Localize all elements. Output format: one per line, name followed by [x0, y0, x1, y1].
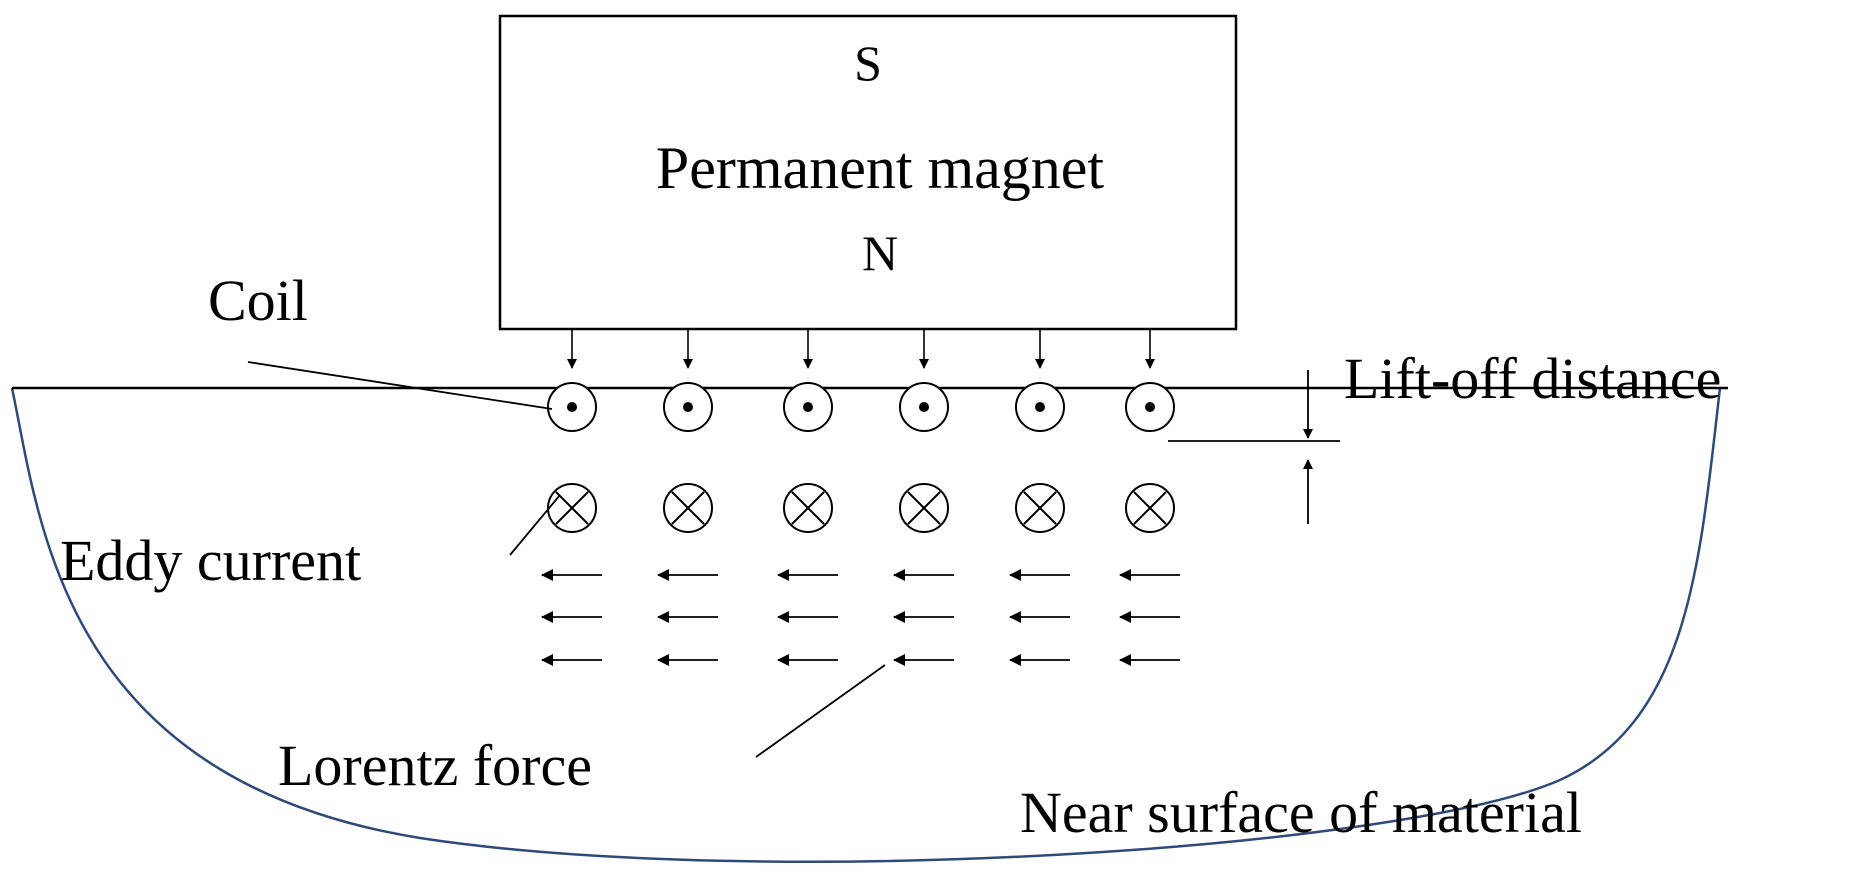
lift-off-label: Lift-off distance: [1344, 346, 1721, 411]
coil-leader-line: [247, 361, 553, 410]
coil-conductor: [1015, 382, 1065, 432]
eddy-current-marker: [1125, 483, 1175, 533]
eddy-current-markers: [547, 483, 1175, 533]
coil-conductor: [1125, 382, 1175, 432]
material-outline: [10, 387, 1722, 863]
eddy-current-marker: [899, 483, 949, 533]
eddy-current-marker: [547, 483, 597, 533]
coil-label: Coil: [208, 268, 308, 333]
coil-conductor: [663, 382, 713, 432]
eddy-current-leader-line: [509, 494, 561, 556]
eddy-current-label: Eddy current: [60, 528, 361, 593]
coil-conductors: [547, 382, 1175, 432]
lorentz-force-arrows: [541, 569, 1180, 666]
material-label: Near surface of material: [1020, 780, 1582, 845]
magnet-north-pole: N: [862, 225, 898, 281]
coil-conductor: [783, 382, 833, 432]
magnet-label: Permanent magnet: [656, 135, 1105, 201]
magnet-south-pole: S: [854, 35, 882, 91]
magnetic-field-arrows: [567, 329, 1155, 369]
coil-conductor: [547, 382, 597, 432]
eddy-current-marker: [663, 483, 713, 533]
coil-conductor: [899, 382, 949, 432]
lorentz-force-label: Lorentz force: [278, 733, 592, 798]
lorentz-force-leader-line: [755, 664, 886, 758]
eddy-current-marker: [1015, 483, 1065, 533]
eddy-current-marker: [783, 483, 833, 533]
permanent-magnet: [498, 14, 1238, 331]
